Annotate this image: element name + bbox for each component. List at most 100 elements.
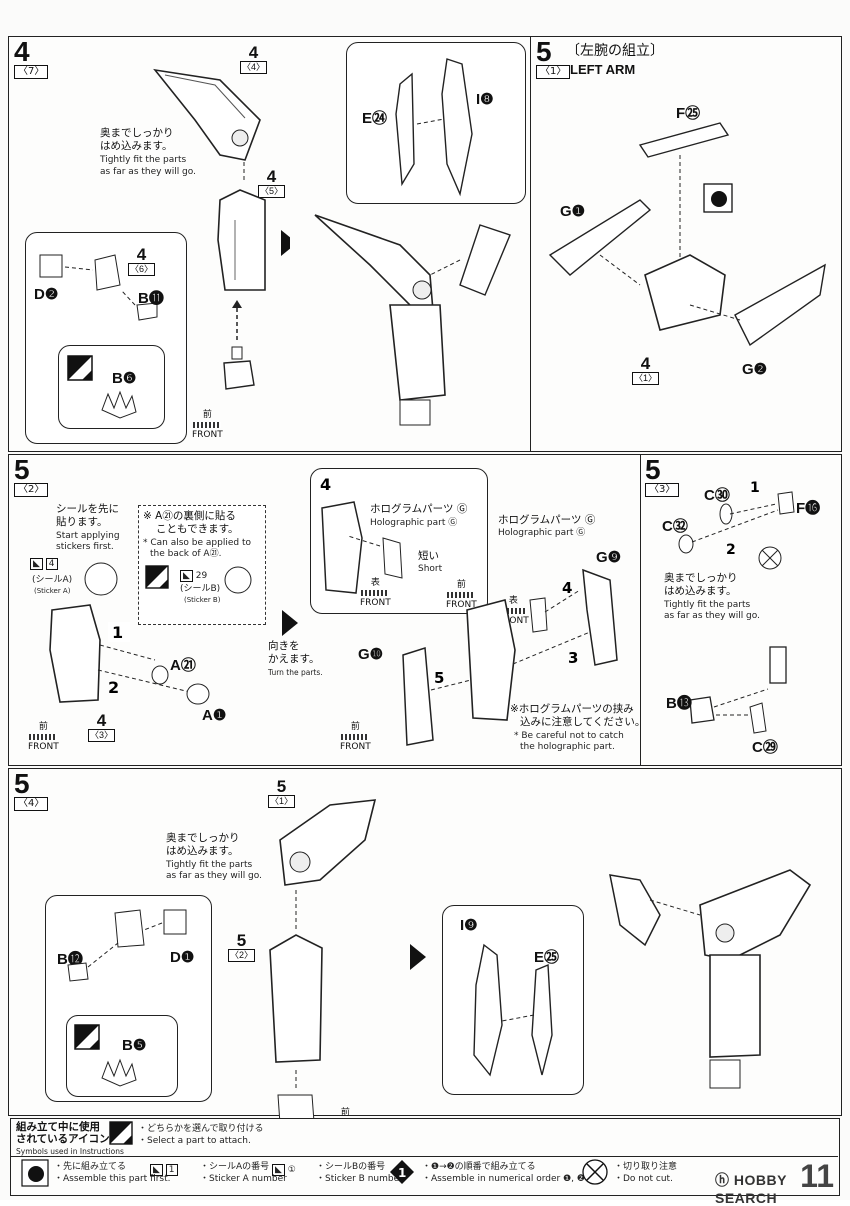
part-label-c32: C㉜ — [662, 518, 688, 535]
part-label-i9: I❾ — [460, 917, 478, 934]
step-number: 5 — [645, 454, 661, 485]
sticker-a-en: (Sticker A) — [34, 587, 71, 595]
legend-order-jp: ・❶→❷の順番で組み立てる — [422, 1162, 536, 1172]
part-label-g10: G❿ — [358, 646, 384, 663]
note-en-line1: Tightly fit the parts — [100, 155, 187, 165]
caution-jp-2: 込みに注意してください。 — [520, 716, 646, 728]
step-sub-number: 〈3〉 — [645, 483, 680, 497]
part-label-f16: F⓰ — [796, 500, 821, 517]
note-en-line2: as far as they will go. — [664, 611, 760, 621]
sticker-a-circle — [84, 562, 118, 596]
wrist-parts-drawing — [39, 254, 158, 321]
legend-heading-en: Symbols used in Instructions — [16, 1147, 124, 1156]
svg-text:5: 5 — [434, 669, 444, 687]
part-label-c30: C㉚ — [704, 487, 730, 504]
upper-arm-part-drawing — [279, 799, 377, 886]
part-label-b13: B⓭ — [666, 695, 692, 712]
wrist-parts-drawing — [67, 909, 187, 982]
alt-sticker-box — [138, 505, 266, 625]
alt-note-jp-2: こともできます。 — [156, 523, 239, 535]
shield-parts-inset — [442, 905, 584, 1095]
ref-step5-1: 5〈1〉 — [268, 777, 296, 808]
note-jp-line2: はめ込みます。 — [100, 140, 173, 152]
sticker-note-en-1: Start applying — [56, 531, 120, 541]
note-en-line2: as far as they will go. — [166, 871, 262, 881]
holo-label-jp-2: ホログラムパーツ Ⓖ — [498, 514, 596, 526]
page-number: 11 — [800, 1158, 834, 1194]
ref-step4-1: 4〈1〉 — [632, 354, 660, 385]
ref-step4-5: 4〈5〉 — [258, 167, 286, 198]
select-part-icon — [74, 1024, 100, 1050]
svg-text:1: 1 — [112, 623, 123, 642]
turn-note-jp-1: 向きを — [268, 640, 300, 652]
step-marker-4: 4 — [320, 475, 331, 494]
icon-legend — [10, 1118, 840, 1196]
note-en-line1: Tightly fit the parts — [664, 600, 751, 610]
note-jp-line1: 奥までしっかり — [100, 127, 174, 139]
note-jp-line1: 奥までしっかり — [664, 572, 738, 584]
part-label-g9: G❾ — [596, 549, 622, 566]
do-not-cut-icon — [582, 1159, 608, 1185]
shield-parts-inset — [346, 42, 526, 204]
svg-text:2: 2 — [108, 678, 119, 697]
part-label-c29: C㉙ — [752, 739, 778, 756]
step-number: 5 — [14, 768, 30, 799]
forearm-sticker-drawing — [49, 604, 210, 705]
legend-sticker-b-en: ・Sticker B number — [316, 1174, 403, 1184]
svg-text:2: 2 — [726, 542, 736, 558]
assembly-arrow — [232, 300, 242, 340]
part-label-b11: B⓫ — [138, 290, 164, 307]
flow-arrow — [410, 944, 426, 970]
sticker-note-en-2: stickers first. — [56, 542, 114, 552]
elbow-part-drawing — [217, 160, 266, 291]
legend-select-jp: ・どちらかを選んで取り付ける — [138, 1124, 264, 1134]
caution-en-1: * Be careful not to catch — [514, 731, 624, 741]
legend-select-en: ・Select a part to attach. — [138, 1136, 251, 1146]
part-label-a21: A㉑ — [170, 657, 196, 674]
flow-arrow — [282, 610, 298, 636]
step-sub-number: 〈4〉 — [14, 797, 49, 811]
step-number: 5 — [14, 454, 30, 485]
legend-order-en: ・Assemble in numerical order ❶, ❷... — [422, 1174, 594, 1184]
part-label-d1: D❶ — [170, 949, 195, 966]
legend-cut-jp: ・切り取り注意 — [614, 1162, 678, 1172]
assemble-first-icon — [21, 1159, 49, 1187]
sticker-a-number: ◣ 4 — [30, 558, 58, 570]
legend-sticker-b-jp: ・シールBの番号 — [316, 1162, 386, 1172]
order-icon: 1 — [390, 1160, 414, 1184]
step-marker-2: 2 — [108, 678, 119, 697]
ref-step4-3: 4〈3〉 — [88, 711, 116, 742]
note-en-line2: as far as they will go. — [100, 167, 196, 177]
select-part-icon — [109, 1121, 133, 1145]
sticker-b-jp: (シールB) — [180, 584, 221, 594]
forearm-part-drawing — [269, 890, 323, 1125]
assembled-arm-drawing — [609, 869, 812, 1089]
sticker-note-jp-1: シールを先に — [56, 503, 119, 515]
select-part-icon — [145, 565, 169, 589]
note-en-line1: Tightly fit the parts — [166, 860, 253, 870]
legend-sticker-a-icon: ◣ 1 — [150, 1164, 178, 1176]
short-label-jp: 短い — [418, 550, 439, 562]
ref-step4-6: 4〈6〉 — [128, 245, 156, 276]
alt-note-en-2: the back of A㉑. — [150, 549, 222, 559]
part-label-b6: B❻ — [112, 370, 137, 387]
step5-3-panel — [640, 454, 842, 766]
ref-step4-4: 4〈4〉 — [240, 43, 268, 74]
part-label-g1: G❶ — [560, 203, 586, 220]
ref-step5-2: 5〈2〉 — [228, 931, 256, 962]
part-label-e24: E㉔ — [362, 110, 388, 127]
part-label-g2: G❷ — [742, 361, 768, 378]
holo-label-jp: ホログラムパーツ Ⓖ — [370, 503, 468, 515]
turn-note-en: Turn the parts. — [268, 668, 323, 677]
sticker-a-jp: (シールA) — [32, 575, 73, 585]
part-label-e25: E㉕ — [534, 949, 560, 966]
alt-note-en-1: * Can also be applied to — [143, 538, 251, 548]
legend-sticker-a-jp: ・シールAの番号 — [200, 1162, 270, 1172]
step-number: 4 — [14, 36, 30, 67]
